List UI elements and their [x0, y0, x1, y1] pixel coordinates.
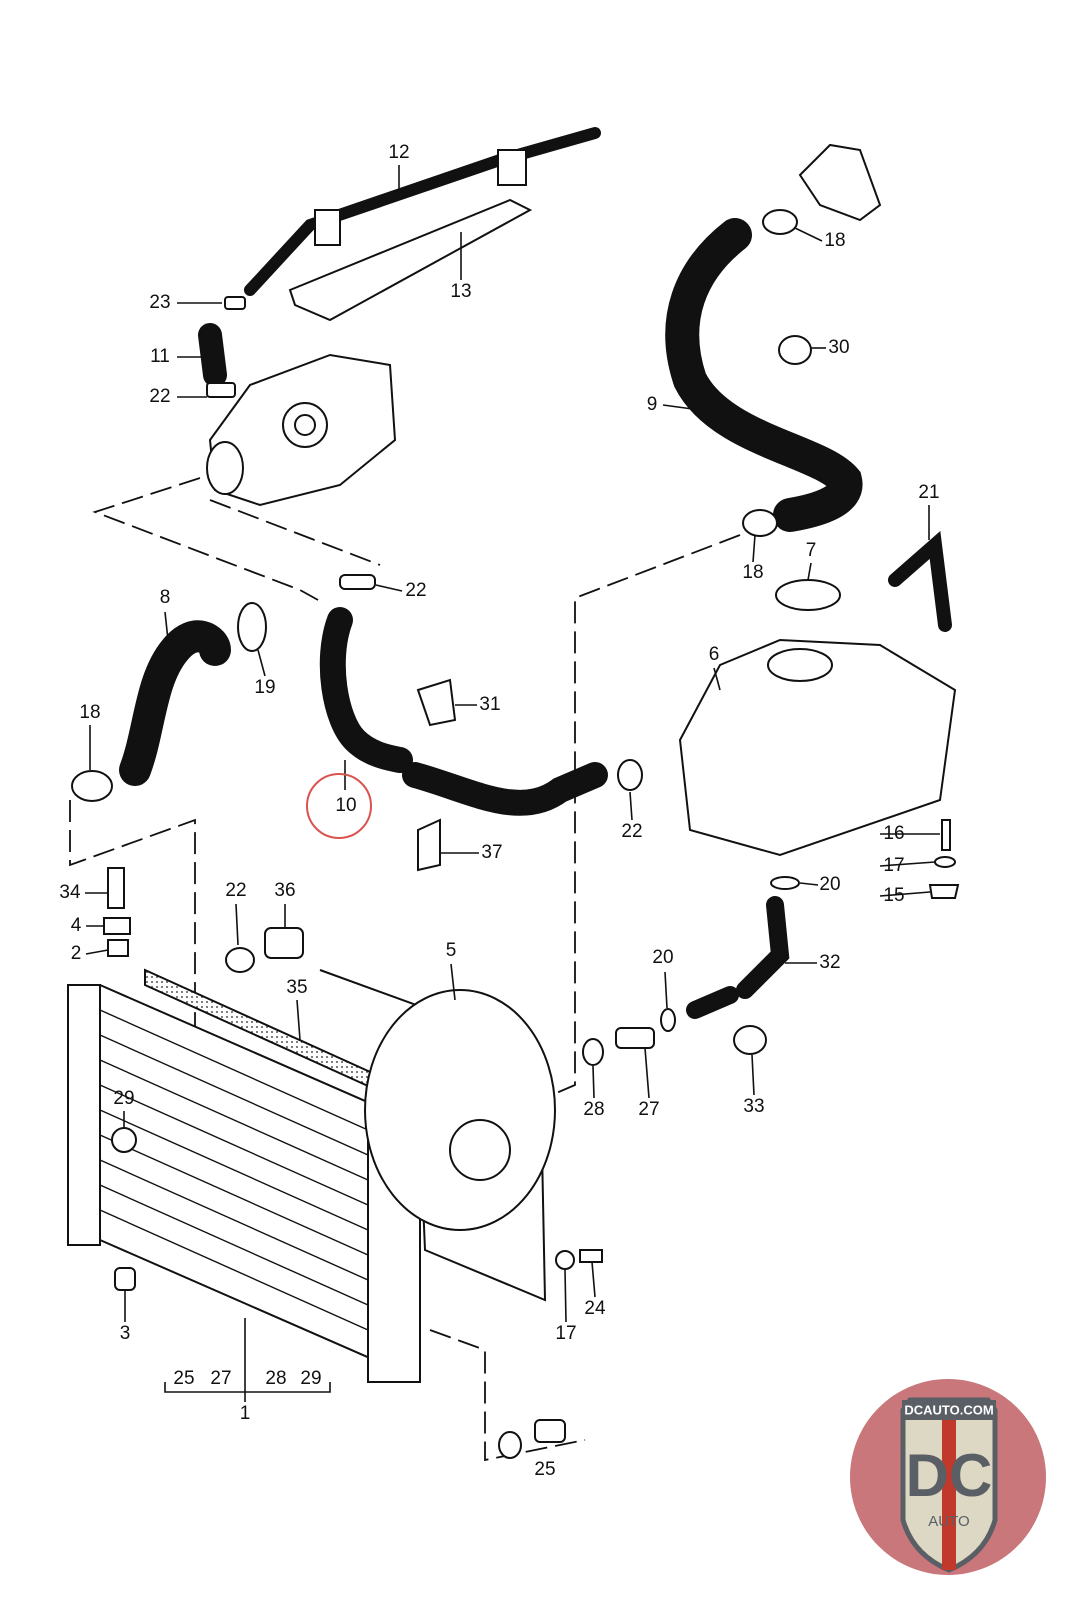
- svg-text:DC: DC: [906, 1442, 993, 1509]
- part-number-labels: 12 13 23 11 22 18 30 9 21 18 7 22 8 19 6…: [59, 142, 939, 1480]
- label: 20: [652, 947, 673, 968]
- expansion-tank-part-6: [678, 579, 957, 857]
- label: 22: [149, 386, 170, 407]
- highlight-circle-part-10: [306, 773, 372, 839]
- label: 23: [149, 292, 170, 313]
- label: 28: [265, 1368, 286, 1389]
- label: 1: [240, 1403, 251, 1424]
- label: 30: [828, 337, 849, 358]
- label: 4: [71, 915, 82, 936]
- fan-shroud-part-5: [319, 969, 556, 1302]
- label: 9: [647, 394, 658, 415]
- label: 33: [743, 1096, 764, 1117]
- hose-part-32: [686, 896, 790, 1019]
- label: 31: [479, 694, 500, 715]
- outlet-housing: [798, 143, 882, 222]
- label: 19: [254, 677, 275, 698]
- label: 36: [274, 880, 295, 901]
- label: 24: [584, 1298, 606, 1319]
- water-pump-housing: [206, 353, 397, 507]
- assembly-dashed-lines: [69, 477, 741, 1462]
- label: 27: [638, 1099, 659, 1120]
- label: 6: [709, 644, 720, 665]
- label: 27: [210, 1368, 231, 1389]
- label: 17: [883, 855, 904, 876]
- label: 8: [160, 587, 171, 608]
- label: 18: [824, 230, 845, 251]
- label: 35: [286, 977, 307, 998]
- label: 29: [300, 1368, 321, 1389]
- label: 18: [742, 562, 763, 583]
- label: 10: [335, 795, 356, 816]
- label: 15: [883, 885, 904, 906]
- label: 32: [819, 952, 840, 973]
- dcauto-logo: DCAUTO.COM DC AUTO: [850, 1379, 1046, 1575]
- label: 7: [806, 540, 817, 561]
- label: 22: [225, 880, 246, 901]
- label: 29: [113, 1088, 134, 1109]
- label: 28: [583, 1099, 604, 1120]
- label: 22: [405, 580, 426, 601]
- leader-lines: [85, 165, 940, 1402]
- radiator-cap-part-7: [775, 579, 841, 611]
- label: 34: [59, 882, 81, 903]
- label: 25: [534, 1459, 555, 1480]
- svg-text:AUTO: AUTO: [928, 1513, 969, 1530]
- label: 11: [150, 346, 170, 367]
- label: 37: [481, 842, 502, 863]
- label: 16: [883, 823, 904, 844]
- label: 12: [388, 142, 409, 163]
- label: 3: [120, 1323, 131, 1344]
- label: 22: [621, 821, 642, 842]
- bracket-part-13: [288, 198, 533, 322]
- small-parts: [71, 209, 960, 1459]
- hose-part-10: [319, 607, 608, 816]
- label: 25: [173, 1368, 194, 1389]
- label: 21: [918, 482, 939, 503]
- label: 2: [71, 943, 82, 964]
- label: 5: [446, 940, 457, 961]
- svg-text:DCAUTO.COM: DCAUTO.COM: [904, 1402, 993, 1417]
- label: 18: [79, 702, 100, 723]
- label: 17: [555, 1323, 576, 1344]
- label: 20: [819, 874, 840, 895]
- water-pipe-part-12: [244, 127, 601, 296]
- label: 13: [450, 281, 471, 302]
